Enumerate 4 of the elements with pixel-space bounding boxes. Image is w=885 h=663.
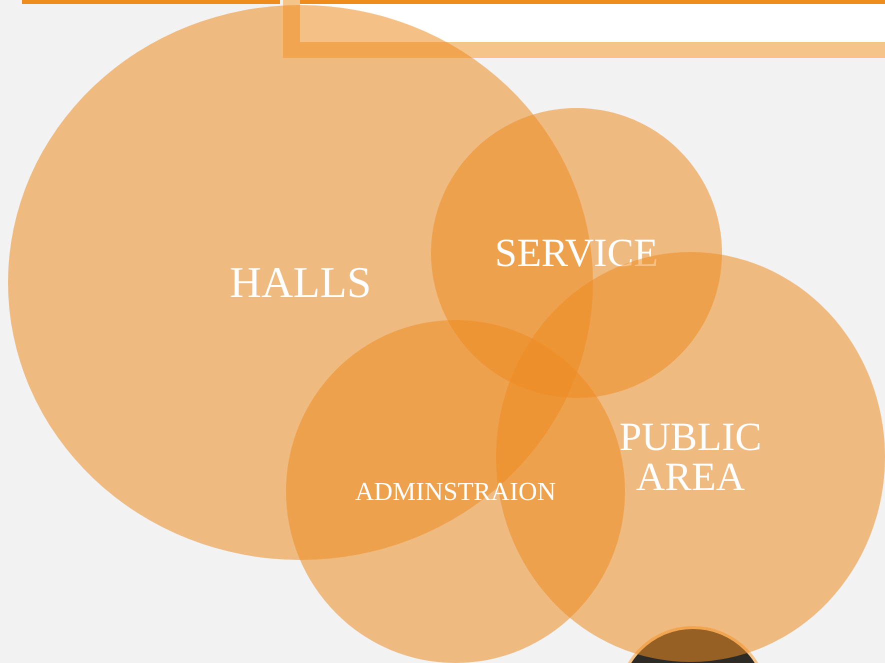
circle-label: HALLS [230, 260, 372, 304]
circle-label: PUBLIC AREA [618, 417, 763, 497]
circle-label: SERVICE [494, 233, 658, 273]
circle-label: ADMINSTRAION [355, 478, 556, 504]
